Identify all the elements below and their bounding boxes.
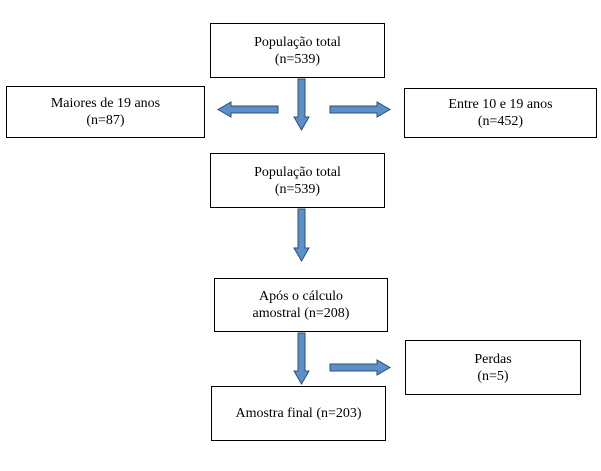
box-maiores-19: Maiores de 19 anos (n=87) [6,86,205,138]
box-apos-calculo-line2: amostral (n=208) [252,306,350,321]
box-amostra-final: Amostra final (n=203) [211,386,386,441]
box-entre-10-19: Entre 10 e 19 anos (n=452) [404,88,597,138]
box-populacao-total-1-line2: (n=539) [274,51,321,67]
box-maiores-19-line1: Maiores de 19 anos [50,96,161,111]
arrow-down-3 [293,332,310,386]
box-perdas-line2: (n=5) [477,368,509,384]
box-maiores-19-line2: (n=87) [86,113,125,128]
box-entre-10-19-line1: Entre 10 e 19 anos [448,97,553,112]
arrow-down-1 [293,78,310,132]
box-populacao-total-1: População total (n=539) [210,23,385,78]
box-populacao-total-2-line2: (n=539) [274,181,321,197]
box-entre-10-19-line2: (n=452) [477,114,524,129]
box-amostra-final-line1: Amostra final (n=203) [235,406,362,421]
box-populacao-total-2: População total (n=539) [210,153,385,208]
arrow-right-entre [329,101,392,118]
box-populacao-total-2-line1: População total [254,164,341,180]
box-apos-calculo-line1: Após o cálculo [259,289,343,304]
box-perdas-line1: Perdas [474,351,512,367]
box-populacao-total-1-line1: População total [254,34,341,50]
arrow-right-perdas [329,359,392,376]
box-apos-calculo: Após o cálculo amostral (n=208) [214,278,388,332]
box-perdas: Perdas (n=5) [405,340,581,395]
arrow-left-maiores [216,101,279,118]
arrow-down-2 [293,208,310,263]
